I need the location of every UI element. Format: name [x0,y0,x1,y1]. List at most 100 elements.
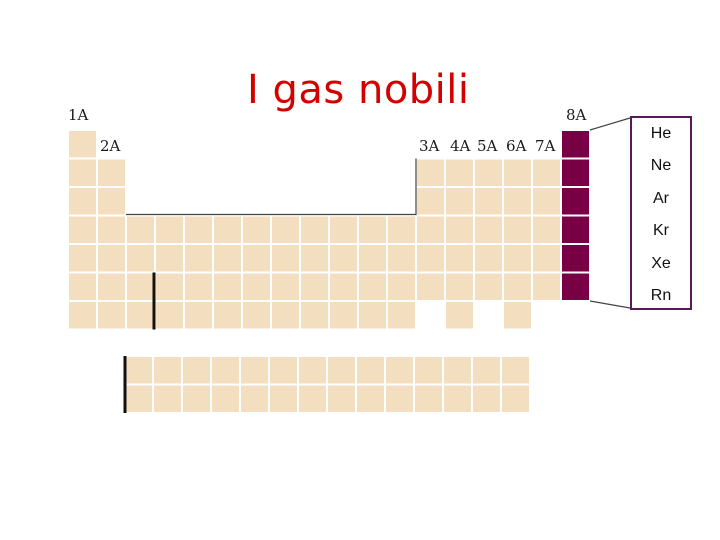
element-cell [67,186,98,217]
slide-title: I gas nobili [247,67,470,113]
element-cell [67,271,98,302]
element-cell [241,271,272,302]
element-cell [125,214,156,245]
element-cell [96,243,127,274]
element-cell [386,271,417,302]
element-cell [96,300,127,331]
element-cell [444,157,475,188]
element-cell [473,157,504,188]
noble-gas-he: He [650,125,672,142]
callout-line-bottom [589,300,631,309]
f-block-cell [500,383,531,414]
element-cell [386,214,417,245]
element-cell [502,243,533,274]
f-block-cell [413,355,444,386]
f-block-cell [210,355,241,386]
element-cell [183,214,214,245]
element-cell [502,271,533,302]
element-cell [125,243,156,274]
noble-gas-ar: Ar [653,190,669,207]
noble-gas-ne: Ne [650,157,672,174]
element-cell [212,243,243,274]
f-block-cell [326,383,357,414]
f-block-cell [355,383,386,414]
group-label-7a: 7A [535,137,556,155]
element-cell [473,186,504,217]
element-cell [270,214,301,245]
f-block-cell [123,355,154,386]
element-cell [328,300,359,331]
element-cell [473,214,504,245]
element-cell [415,243,446,274]
f-block-cell [384,383,415,414]
element-cell [444,300,475,331]
callout-line-top [589,117,631,131]
noble-gas-rn: Rn [650,287,672,304]
element-cell [357,300,388,331]
element-cell [502,300,533,331]
noble-gas-cell [560,271,591,302]
noble-gas-kr: Kr [653,222,669,239]
element-cell [473,243,504,274]
element-cell [415,157,446,188]
noble-gas-cell [560,214,591,245]
f-block-cell [471,355,502,386]
f-block-cell [123,383,154,414]
element-cell [444,214,475,245]
group-label-6a: 6A [506,137,527,155]
element-cell [241,214,272,245]
element-cell [154,300,185,331]
transition-metal-outline [126,158,417,216]
element-cell [502,157,533,188]
element-cell [241,300,272,331]
element-cell [386,300,417,331]
group-label-5a: 5A [477,137,498,155]
element-cell [386,243,417,274]
noble-gas-cell [560,186,591,217]
noble-gas-cell [560,243,591,274]
element-cell [328,214,359,245]
f-block-cell [326,355,357,386]
element-cell [299,243,330,274]
element-cell [154,271,185,302]
f-block-cell [152,383,183,414]
element-cell [241,243,272,274]
f-block-cell [268,383,299,414]
element-cell [96,186,127,217]
f-block-cell [181,355,212,386]
noble-gas-xe: Xe [651,255,671,272]
f-block-cell [442,355,473,386]
f-block-cell [152,355,183,386]
f-block-cell [413,383,444,414]
f-block-cell [239,355,270,386]
f-block-cell [268,355,299,386]
element-cell [212,300,243,331]
element-cell [154,243,185,274]
element-cell [473,271,504,302]
element-cell [183,243,214,274]
element-cell [270,300,301,331]
element-cell [67,129,98,160]
element-cell [270,243,301,274]
f-block-cell [500,355,531,386]
element-cell [154,214,185,245]
element-cell [357,214,388,245]
element-cell [67,214,98,245]
f-block-cell [297,383,328,414]
f-block-cell [239,383,270,414]
group-label-3a: 3A [419,137,440,155]
element-cell [299,271,330,302]
element-cell [444,186,475,217]
f-block-cell [181,383,212,414]
element-cell [531,243,562,274]
noble-gas-list: He Ne Ar Kr Xe Rn [630,116,692,310]
element-cell [502,186,533,217]
group-label-8a: 8A [566,106,587,124]
element-cell [67,300,98,331]
element-cell [299,300,330,331]
element-cell [444,271,475,302]
element-cell [415,186,446,217]
element-cell [531,271,562,302]
element-cell [125,300,156,331]
